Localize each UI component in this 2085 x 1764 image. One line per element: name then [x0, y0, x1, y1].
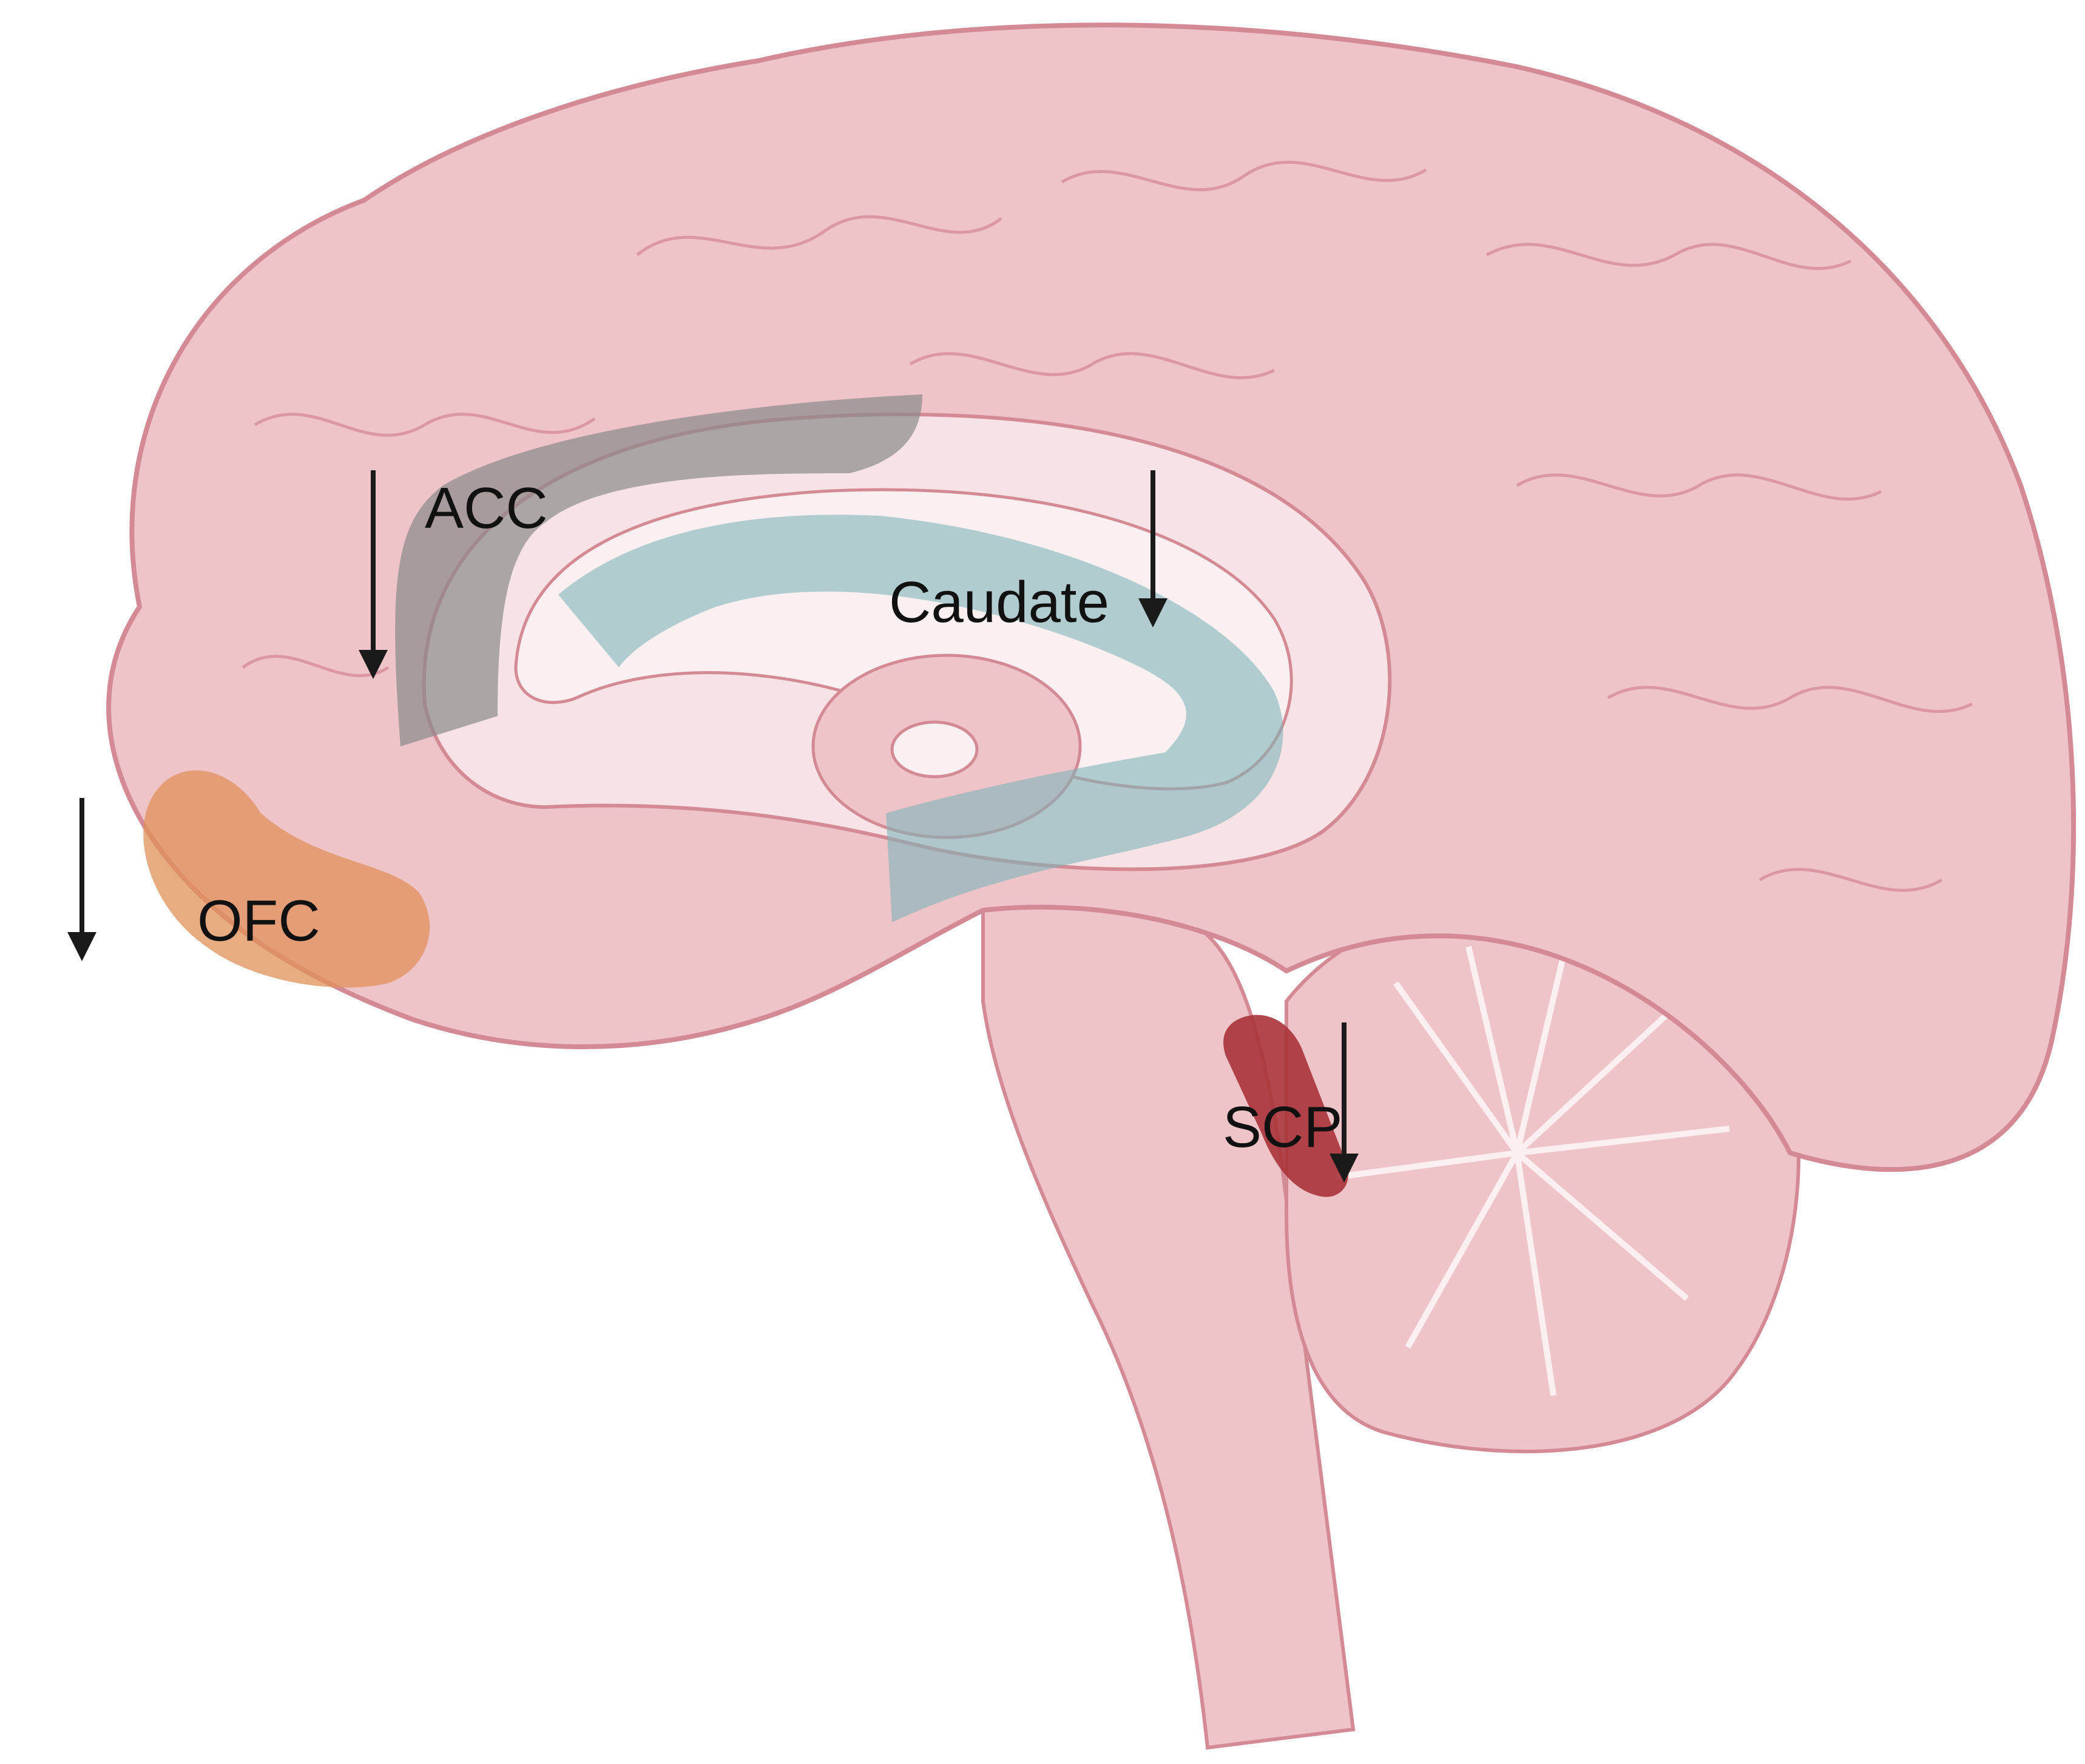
- caudate-label: Caudate: [889, 570, 1109, 635]
- cerebellum-folia: [1334, 945, 1730, 1396]
- interthalamic-adhesion: [890, 720, 979, 779]
- ofc-region: [143, 770, 430, 988]
- scp-region: [1223, 1015, 1348, 1197]
- ofc-label: OFC: [197, 888, 320, 953]
- caudate-region: [558, 515, 1283, 922]
- acc-region: [395, 394, 922, 746]
- acc-label: ACC: [425, 476, 548, 541]
- scp-label: SCP: [1223, 1095, 1342, 1160]
